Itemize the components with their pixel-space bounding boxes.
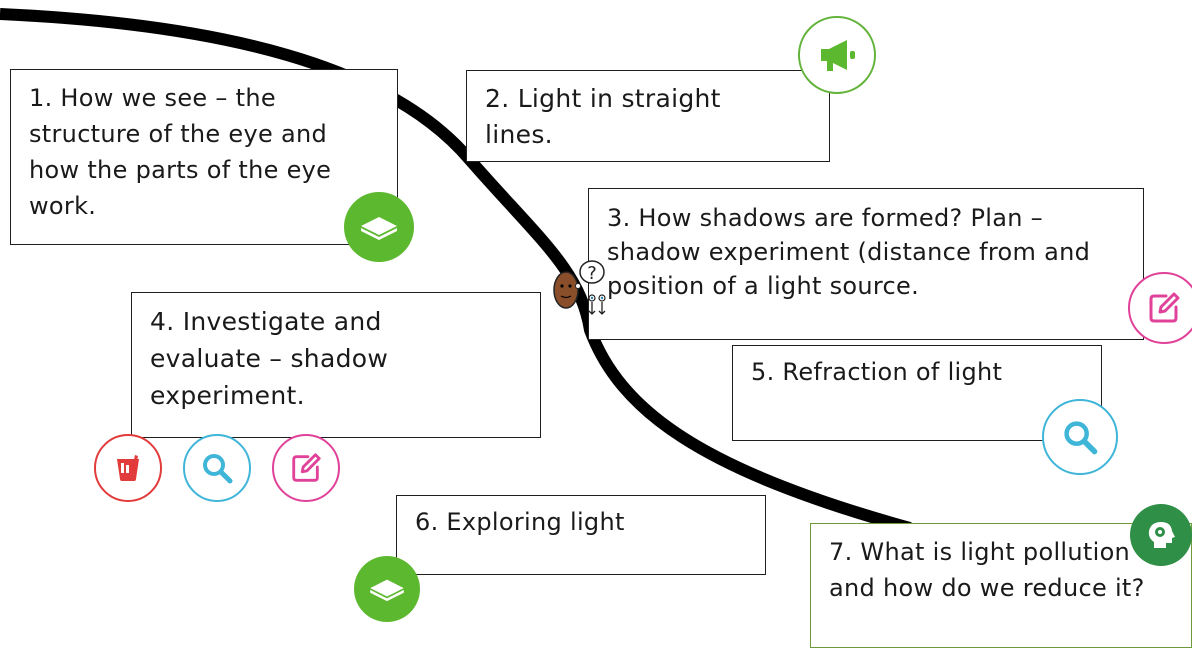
step-1-box: 1. How we see – the structure of the eye… bbox=[10, 69, 398, 245]
megaphone-icon bbox=[798, 16, 876, 94]
beaker-icon bbox=[94, 434, 162, 502]
step-6-box: 6. Exploring light bbox=[396, 495, 766, 575]
step-5-box: 5. Refraction of light bbox=[732, 345, 1102, 441]
step-7-box: 7. What is light pollution and how do we… bbox=[810, 523, 1192, 648]
step-2-box: 2. Light in straight lines. bbox=[466, 70, 830, 162]
edit-note-icon bbox=[272, 434, 340, 502]
edit-note-icon bbox=[1128, 272, 1192, 344]
step-4-box: 4. Investigate and evaluate – shadow exp… bbox=[131, 292, 541, 438]
step-3-box: 3. How shadows are formed? Plan – shadow… bbox=[588, 188, 1144, 340]
book-icon bbox=[354, 556, 420, 622]
step-2-text: 2. Light in straight lines. bbox=[485, 84, 721, 149]
journey-curve bbox=[0, 8, 912, 534]
step-6-text: 6. Exploring light bbox=[415, 508, 625, 536]
step-1-text: 1. How we see – the structure of the eye… bbox=[29, 84, 332, 220]
step-7-text: 7. What is light pollution and how do we… bbox=[829, 538, 1145, 602]
step-4-text: 4. Investigate and evaluate – shadow exp… bbox=[150, 307, 389, 410]
step-5-text: 5. Refraction of light bbox=[751, 358, 1003, 386]
magnifier-icon bbox=[183, 434, 251, 502]
head-gear-icon bbox=[1130, 504, 1192, 566]
thinking-person-icon: ? bbox=[548, 256, 618, 334]
book-icon bbox=[344, 192, 414, 262]
thinker-question-mark: ? bbox=[587, 263, 597, 284]
magnifier-icon bbox=[1042, 399, 1118, 475]
step-3-text: 3. How shadows are formed? Plan – shadow… bbox=[607, 204, 1091, 300]
